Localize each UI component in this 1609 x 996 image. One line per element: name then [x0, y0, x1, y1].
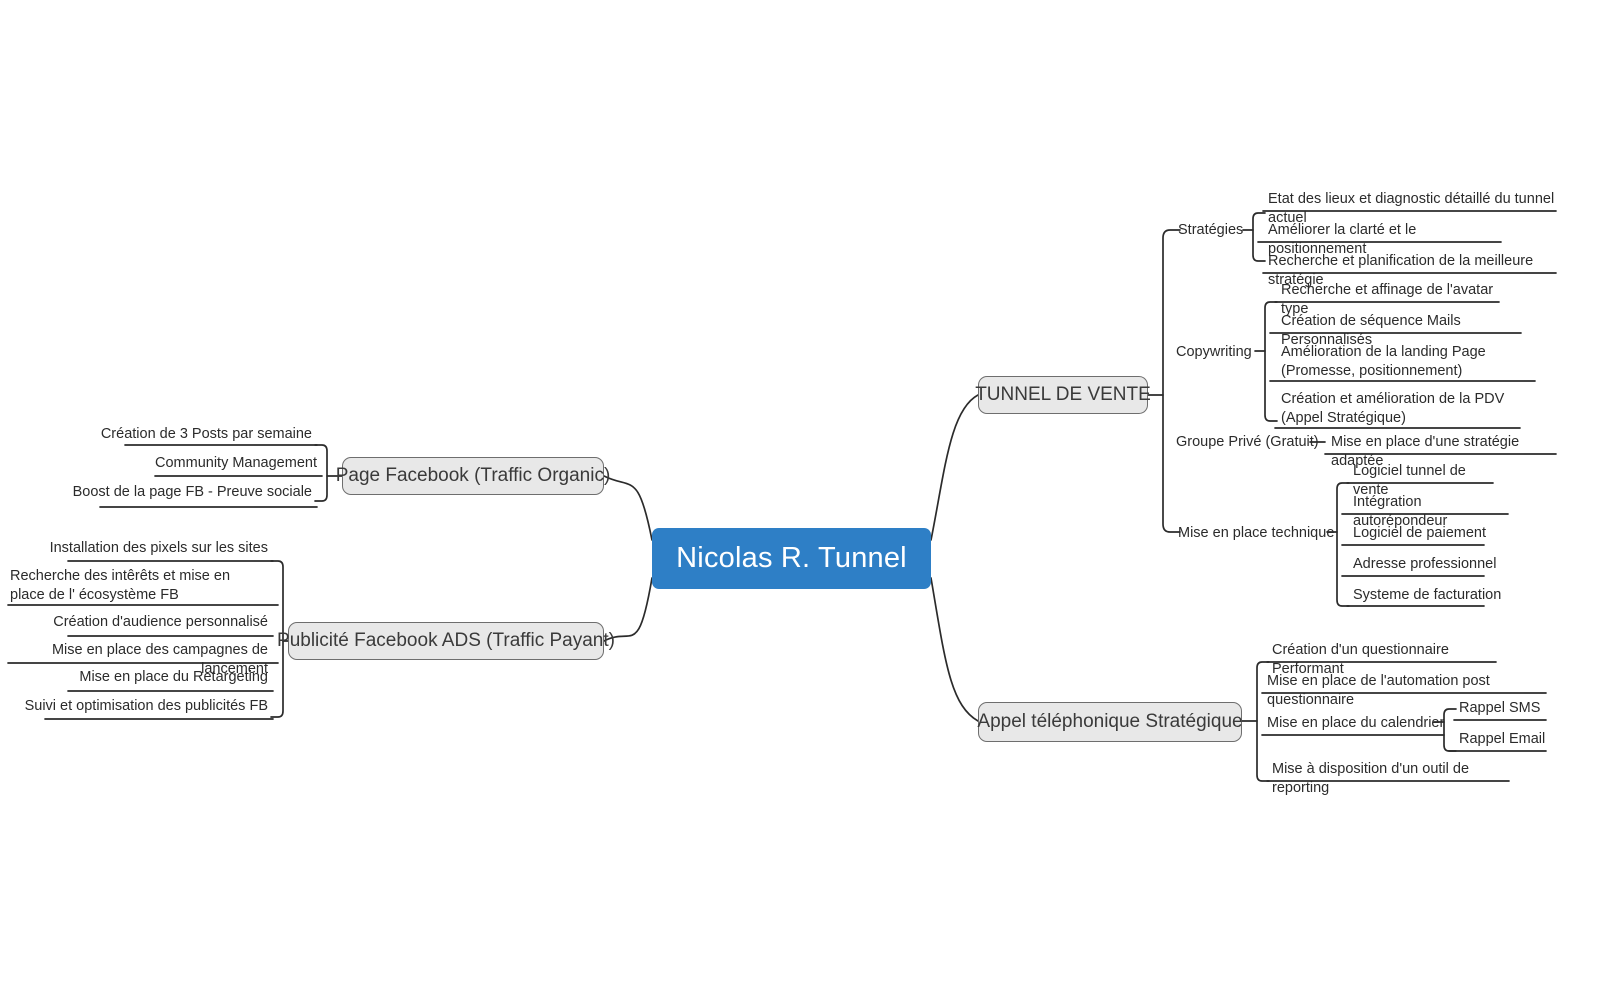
- leaf-rappel-sms[interactable]: Rappel SMS: [1459, 700, 1541, 716]
- sublabel-appel-2[interactable]: Mise en place de l'automation post quest…: [1267, 673, 1490, 709]
- leaf-copywriting-4[interactable]: Création et amélioration de la PDV (Appe…: [1281, 391, 1505, 427]
- leaf-technique-1[interactable]: Logiciel tunnel de vente: [1353, 463, 1466, 499]
- root-node[interactable]: Nicolas R. Tunnel: [652, 528, 931, 589]
- leaf-ads-1[interactable]: Installation des pixels sur les sites: [49, 540, 268, 556]
- sublabel-mise-en-place-technique[interactable]: Mise en place technique: [1178, 525, 1335, 541]
- spine-copywriting: [1264, 301, 1278, 422]
- topic-label-appel-telephonique: Appel téléphonique Stratégique: [977, 711, 1243, 732]
- leaf-ads-5[interactable]: Mise en place du Retargeting: [79, 669, 268, 685]
- topic-node-publicite-facebook-ads[interactable]: Publicité Facebook ADS (Traffic Payant): [277, 622, 615, 660]
- leaf-copywriting-3[interactable]: Amélioration de la landing Page (Promess…: [1281, 344, 1486, 380]
- leaf-ads-2[interactable]: Recherche des intêrêts et mise en place …: [10, 568, 231, 604]
- leaf-copywriting-1[interactable]: Recherche et affinage de l'avatar type: [1281, 282, 1494, 318]
- leaf-pagefb-3[interactable]: Boost de la page FB - Preuve sociale: [72, 484, 312, 500]
- leaf-rappel-email[interactable]: Rappel Email: [1459, 731, 1546, 747]
- root-node-label: Nicolas R. Tunnel: [676, 542, 907, 574]
- sublabel-appel-calendrier[interactable]: Mise en place du calendrier: [1267, 715, 1445, 731]
- leaf-strategies-3[interactable]: Recherche et planification de la meilleu…: [1268, 253, 1534, 289]
- topic-node-page-facebook[interactable]: Page Facebook (Traffic Organic): [336, 457, 610, 495]
- leaf-copywriting-2[interactable]: Création de séquence Mails Personnalisés: [1281, 313, 1461, 349]
- leaf-ads-4[interactable]: Mise en place des campagnes de lancement: [51, 642, 268, 678]
- topic-label-page-facebook: Page Facebook (Traffic Organic): [335, 465, 611, 486]
- sublabel-strategies[interactable]: Stratégies: [1178, 222, 1244, 238]
- topic-node-tunnel-de-vente[interactable]: TUNNEL DE VENTE: [975, 376, 1151, 414]
- sublabel-copywriting[interactable]: Copywriting: [1176, 344, 1252, 360]
- topic-node-appel-telephonique[interactable]: Appel téléphonique Stratégique: [977, 702, 1243, 742]
- spine-tunnel: [1162, 229, 1181, 533]
- topic-label-publicite-facebook-ads: Publicité Facebook ADS (Traffic Payant): [277, 630, 615, 651]
- leaf-groupe-prive-1[interactable]: Mise en place d'une stratégie adaptée: [1331, 434, 1520, 470]
- leaf-technique-3[interactable]: Logiciel de paiement: [1353, 525, 1487, 541]
- edge-root-appel: [930, 577, 979, 722]
- leaf-strategies-1[interactable]: Etat des lieux et diagnostic détaillé du…: [1268, 191, 1555, 227]
- leaf-technique-5[interactable]: Systeme de facturation: [1353, 587, 1502, 603]
- leaf-strategies-2[interactable]: Améliorer la clarté et le positionnement: [1268, 222, 1417, 258]
- leaf-pagefb-1[interactable]: Création de 3 Posts par semaine: [100, 426, 312, 442]
- leaf-technique-2[interactable]: Intégration autorépondeur: [1353, 494, 1448, 530]
- sublabel-appel-1[interactable]: Création d'un questionnaire Performant: [1272, 642, 1449, 678]
- spine-technique: [1336, 482, 1350, 607]
- leaf-ads-3[interactable]: Création d'audience personnalisé: [53, 614, 268, 630]
- leaf-pagefb-2[interactable]: Community Management: [155, 455, 317, 471]
- sublabel-groupe-prive[interactable]: Groupe Privé (Gratuit): [1176, 434, 1319, 450]
- leaf-ads-6[interactable]: Suivi et optimisation des publicités FB: [24, 698, 268, 714]
- sublabel-appel-4[interactable]: Mise à disposition d'un outil de reporti…: [1272, 761, 1470, 797]
- edge-root-tunnel: [930, 394, 979, 541]
- edge-root-pagefb: [603, 475, 653, 541]
- spine-strategies: [1252, 212, 1266, 262]
- topic-label-tunnel-de-vente: TUNNEL DE VENTE: [975, 384, 1151, 405]
- leaf-technique-4[interactable]: Adresse professionnel: [1353, 556, 1497, 572]
